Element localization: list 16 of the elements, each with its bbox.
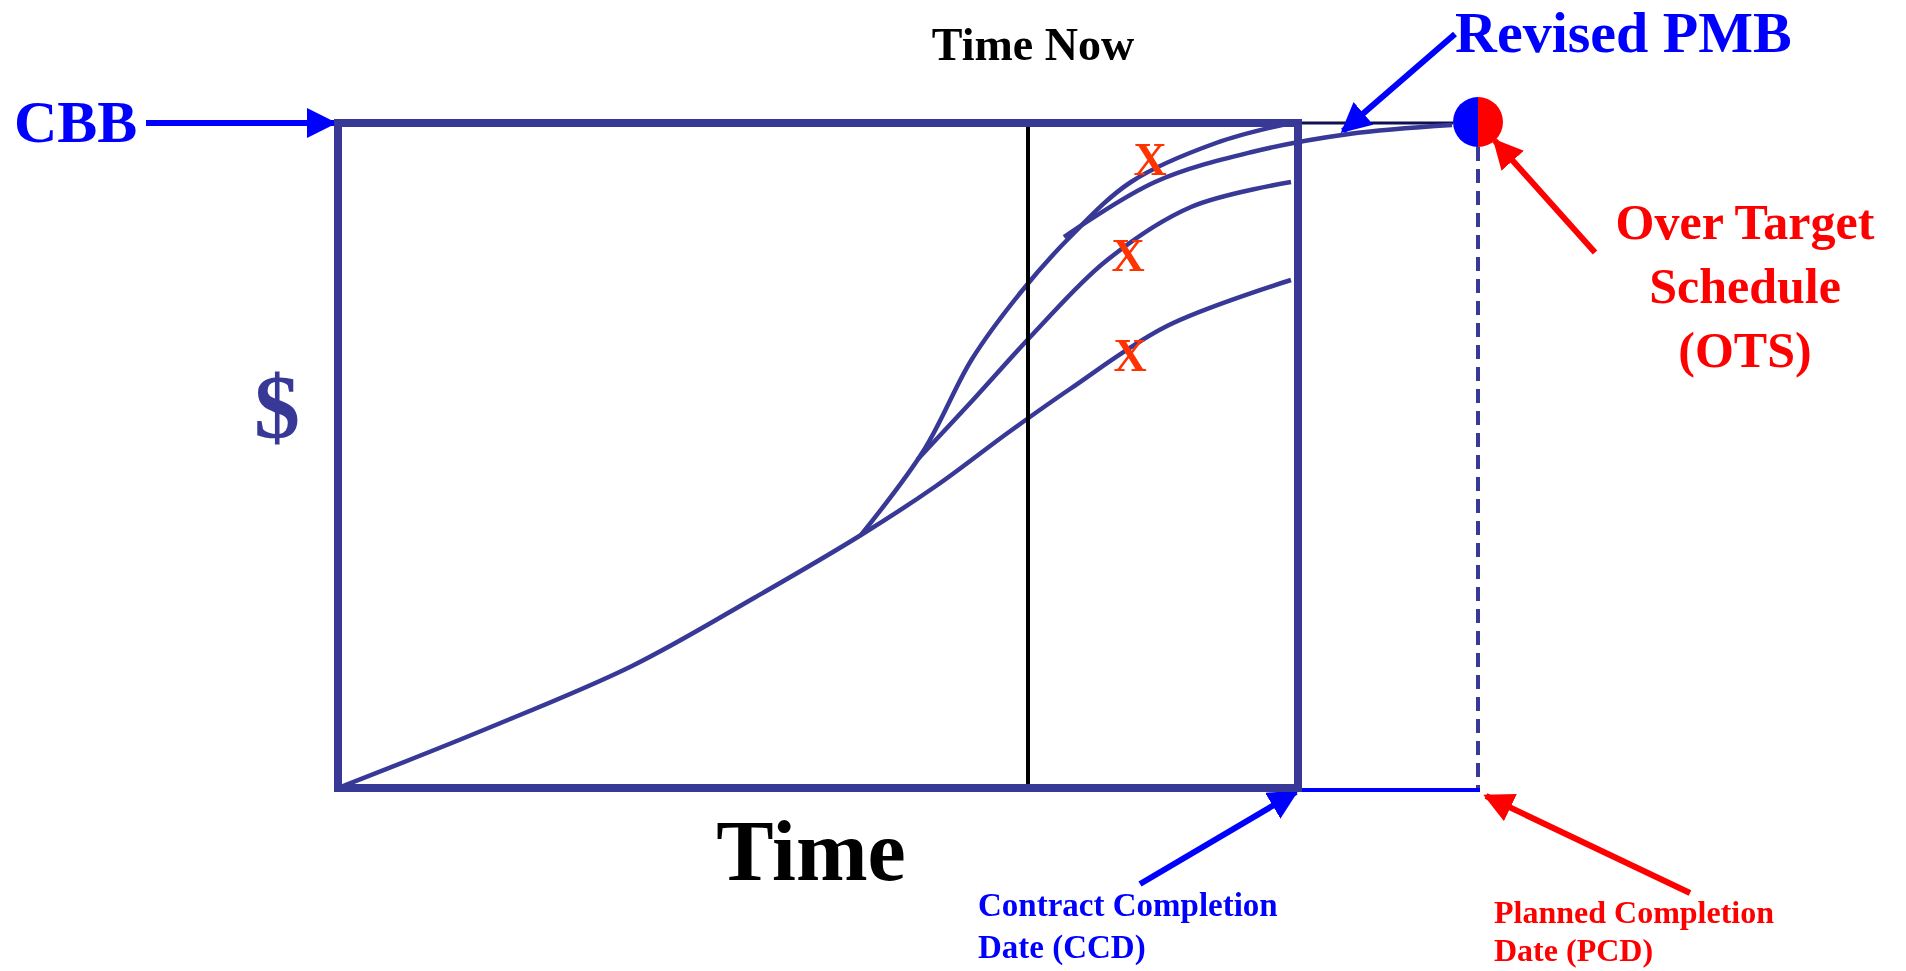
axis-label: $	[254, 361, 300, 453]
axis-label: Time	[716, 808, 906, 894]
axis-label: CBB	[14, 92, 146, 148]
arrow	[1492, 138, 1598, 255]
callout-label: Planned Completion Date (PCD)	[1494, 893, 1824, 969]
callout-label: Over Target Schedule (OTS)	[1595, 190, 1895, 384]
milestone-dot	[1453, 97, 1503, 147]
variance-mark: X	[1111, 233, 1145, 279]
time-now-label: Time Now	[931, 22, 1135, 68]
callout-label: Contract Completion Date (CCD)	[978, 884, 1348, 968]
arrow	[1138, 789, 1299, 887]
arrow	[146, 108, 337, 138]
chart-frame	[334, 119, 1302, 792]
arrow	[1483, 793, 1692, 896]
arrow	[1340, 31, 1457, 134]
callout-label: Revised PMB	[1455, 4, 1845, 64]
